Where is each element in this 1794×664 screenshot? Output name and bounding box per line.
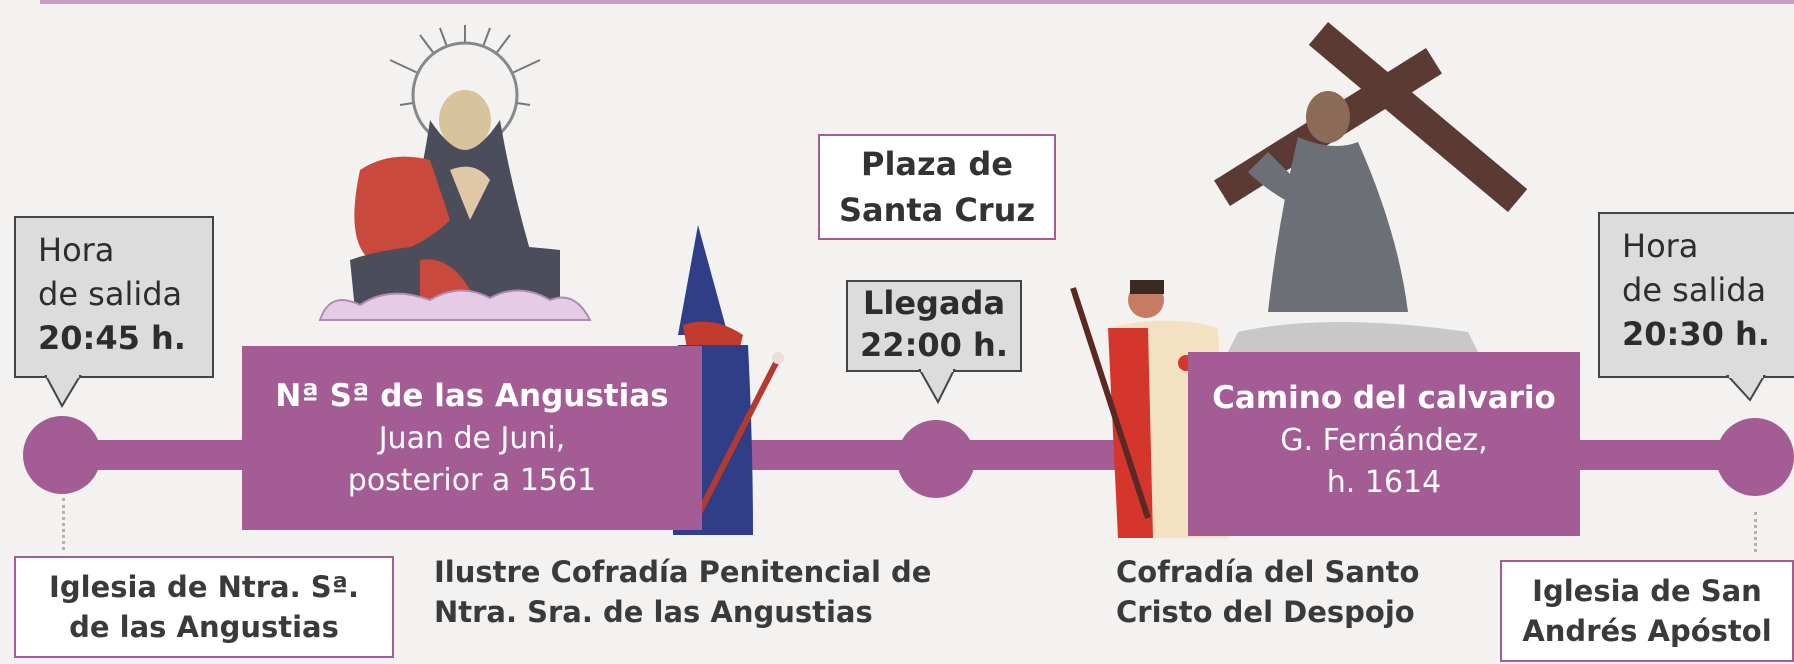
church-left-line1: Iglesia de Ntra. Sª. (49, 570, 359, 604)
departure-sublabel-right: de salida (1622, 271, 1767, 309)
paso-box-right: Camino del calvario G. Fernández, h. 161… (1188, 352, 1580, 536)
departure-label-left: Hora (38, 231, 115, 269)
meeting-point-line2: Santa Cruz (838, 191, 1036, 229)
church-box-left: Iglesia de Ntra. Sª. de las Angustias (14, 556, 394, 658)
start-node (23, 416, 101, 494)
departure-callout-right: Hora de salida 20:30 h. (1598, 212, 1794, 378)
meeting-point-line1: Plaza de (861, 145, 1013, 183)
end-node (1716, 418, 1794, 496)
paso-title-right: Camino del calvario (1212, 380, 1556, 416)
brotherhood-right-line2: Cristo del Despojo (1116, 595, 1415, 629)
top-border (40, 0, 1794, 4)
arrival-pointer (918, 368, 956, 405)
callout-pointer-left (44, 374, 82, 409)
departure-time-left: 20:45 h. (38, 319, 186, 357)
brotherhood-right-line1: Cofradía del Santo (1116, 555, 1420, 589)
end-connector (1754, 512, 1757, 552)
meeting-point-box: Plaza de Santa Cruz (818, 134, 1056, 240)
arrival-time: 22:00 h. (860, 326, 1008, 364)
brotherhood-label-right: Cofradía del Santo Cristo del Despojo (1116, 552, 1419, 632)
departure-time-right: 20:30 h. (1622, 315, 1770, 353)
departure-sublabel-left: de salida (38, 275, 183, 313)
christ-with-cross-illustration (1214, 21, 1528, 352)
brotherhood-left-line1: Ilustre Cofradía Penitencial de (434, 555, 932, 589)
departure-label-right: Hora (1622, 227, 1699, 265)
church-left-line2: de las Angustias (69, 610, 339, 644)
paso-box-left: Nª Sª de las Angustias Juan de Juni, pos… (242, 346, 702, 530)
brotherhood-label-left: Ilustre Cofradía Penitencial de Ntra. Sr… (434, 552, 931, 632)
arrival-callout: Llegada 22:00 h. (846, 280, 1022, 372)
church-box-right: Iglesia de San Andrés Apóstol (1500, 560, 1794, 662)
start-connector (62, 498, 65, 550)
paso-sculptor-left: Juan de Juni, (378, 421, 566, 456)
paso-date-left: posterior a 1561 (347, 463, 597, 498)
meeting-node (897, 420, 975, 498)
brotherhood-left-line2: Ntra. Sra. de las Angustias (434, 595, 873, 629)
church-right-line1: Iglesia de San (1532, 574, 1762, 608)
callout-pointer-right (1725, 374, 1766, 402)
paso-date-right: h. 1614 (1326, 465, 1442, 500)
virgin-sculpture-illustration (318, 25, 592, 321)
church-right-line2: Andrés Apóstol (1522, 614, 1772, 648)
arrival-label: Llegada (862, 284, 1006, 322)
departure-callout-left: Hora de salida 20:45 h. (14, 216, 214, 378)
paso-title-left: Nª Sª de las Angustias (275, 378, 669, 414)
paso-sculptor-right: G. Fernández, (1280, 423, 1488, 458)
